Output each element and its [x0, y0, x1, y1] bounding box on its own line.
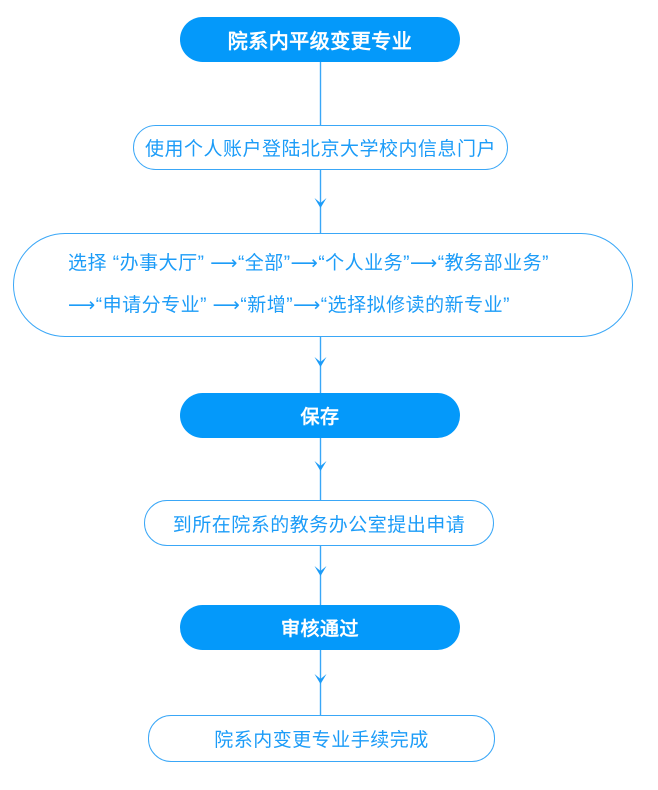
node-portal-path-line-1: 选择 “办事大厅” ⟶“全部”⟶“个人业务”⟶“教务部业务” [68, 253, 549, 274]
arrow-down-icon [314, 357, 327, 367]
node-apply: 到所在院系的教务办公室提出申请 [144, 500, 494, 546]
node-apply-label: 到所在院系的教务办公室提出申请 [172, 514, 466, 536]
arrow-down-icon [314, 198, 327, 208]
node-done: 院系内变更专业手续完成 [148, 715, 495, 762]
arrow-down-icon [314, 566, 327, 576]
node-login: 使用个人账户登陆北京大学校内信息门户 [133, 125, 508, 170]
node-done-label: 院系内变更专业手续完成 [214, 730, 429, 751]
node-save-label: 保存 [300, 407, 340, 428]
arrow-down-icon [314, 674, 327, 684]
node-save: 保存 [180, 393, 460, 438]
node-approved: 审核通过 [180, 605, 460, 650]
node-portal-path: 选择 “办事大厅” ⟶“全部”⟶“个人业务”⟶“教务部业务” ⟶“申请分专业” … [13, 233, 633, 337]
node-approved-label: 审核通过 [280, 619, 359, 640]
node-start: 院系内平级变更专业 [180, 17, 460, 62]
node-portal-path-line-2: ⟶“申请分专业” ⟶“新增”⟶“选择拟修读的新专业” [68, 295, 510, 316]
node-login-label: 使用个人账户登陆北京大学校内信息门户 [144, 139, 496, 160]
node-start-label: 院系内平级变更专业 [227, 31, 413, 53]
arrow-down-icon [314, 461, 327, 471]
